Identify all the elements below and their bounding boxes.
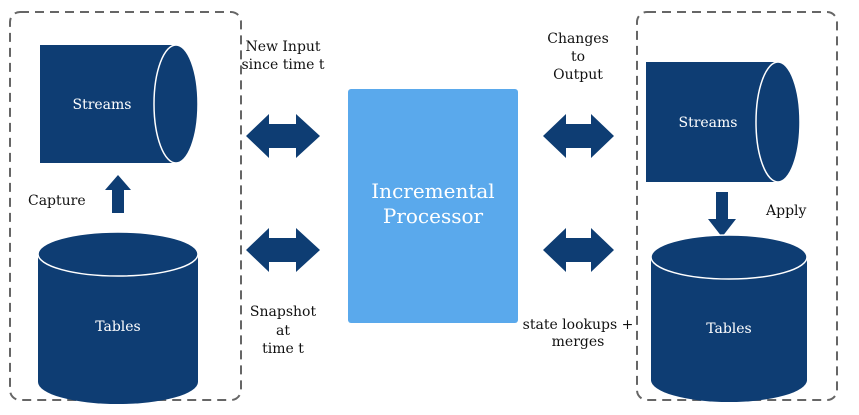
left-tables-label: Tables	[95, 319, 141, 335]
double-arrow-icon	[543, 228, 614, 272]
changes-line3: Output	[553, 67, 603, 83]
snapshot-line3: time t	[262, 341, 304, 357]
incremental-processor-box: Incremental Processor	[348, 89, 518, 323]
changes-line2: to	[571, 49, 585, 65]
capture-label: Capture	[28, 193, 86, 209]
state-lookups-line2: merges	[552, 334, 605, 350]
double-arrow-icon	[246, 114, 320, 158]
left-streams-label: Streams	[72, 97, 131, 113]
arrow-up-icon	[105, 175, 131, 213]
snapshot-line1: Snapshot	[250, 304, 317, 320]
arrow-down-icon	[708, 192, 736, 237]
right-streams-cylinder: Streams	[646, 61, 801, 183]
left-streams-cylinder: Streams	[40, 44, 199, 164]
changes-line1: Changes	[547, 31, 609, 47]
apply-label: Apply	[765, 203, 807, 219]
left-tables-cylinder: Tables	[37, 231, 199, 404]
right-streams-label: Streams	[678, 115, 737, 131]
state-lookups-line1: state lookups +	[523, 317, 634, 333]
new-input-line2: since time t	[242, 57, 325, 73]
right-tables-cylinder: Tables	[650, 234, 808, 402]
left-group-border	[9, 11, 242, 401]
processor-line1: Incremental	[371, 179, 494, 203]
right-group-border	[636, 11, 838, 401]
new-input-line1: New Input	[245, 39, 320, 55]
double-arrow-icon	[246, 228, 320, 272]
right-tables-label: Tables	[706, 321, 752, 337]
processor-line2: Processor	[383, 204, 484, 228]
double-arrow-icon	[543, 114, 614, 158]
snapshot-line2: at	[276, 323, 290, 339]
